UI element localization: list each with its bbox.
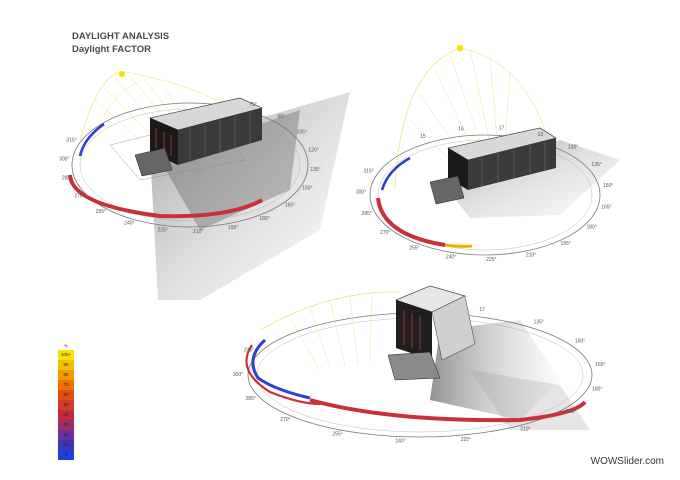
compass-tick-label: 225°	[158, 227, 168, 233]
compass-tick-label: 300°	[233, 372, 243, 378]
compass-tick-label: 135°	[534, 320, 544, 326]
compass-tick-label: 90°	[277, 114, 285, 120]
compass-tick-label: 17	[499, 126, 505, 132]
building-porch	[429, 175, 465, 205]
compass-tick-label: 165°	[601, 205, 611, 211]
legend-swatch: 30	[58, 420, 74, 430]
compass-tick-label: 315°	[244, 348, 254, 354]
compass-tick-label: 150°	[575, 339, 585, 345]
compass-tick-label: 75°	[249, 102, 257, 108]
compass-tick-label: 165°	[285, 202, 295, 208]
compass-tick-label: 195°	[566, 409, 576, 415]
compass-tick-label: 210°	[193, 229, 203, 235]
compass-tick-label: 270°	[74, 194, 84, 200]
sun-path-warm	[444, 243, 473, 248]
sun-path-hot	[68, 174, 263, 219]
compass-tick-label: 135°	[310, 167, 320, 173]
compass-tick-label: 195°	[561, 241, 571, 247]
compass-tick-label: 225°	[486, 257, 496, 263]
compass-tick-label: 135°	[591, 162, 601, 168]
sun-path-arc	[394, 47, 461, 191]
building-porch	[134, 147, 173, 177]
building-face-side	[431, 295, 476, 361]
compass-tick-label: 255°	[409, 245, 419, 251]
sun-position	[456, 44, 464, 52]
compass-tick-label: 315°	[66, 138, 76, 144]
compass-tick-label: 105°	[297, 130, 307, 136]
compass-tick-label: 315°	[363, 168, 373, 174]
sun-path-hot	[376, 197, 446, 247]
title-subheading: Daylight FACTOR	[72, 44, 151, 55]
compass-tick-label: 150°	[302, 186, 312, 192]
title-block: DAYLIGHT ANALYSIS Daylight FACTOR	[72, 30, 169, 56]
compass-tick-labels: 75° 90° 105° 120° 135° 150° 165° 180° 195° 210° 22…	[59, 102, 613, 445]
compass-tick-label: 165°	[595, 362, 605, 368]
ground-shadow	[440, 140, 620, 218]
compass-tick-label: 120°	[568, 145, 578, 151]
watermark-text: WOWSlider.com	[590, 456, 664, 467]
legend-swatch: 20	[58, 430, 74, 440]
view-top-left	[68, 71, 350, 300]
legend-swatch: 0	[58, 450, 74, 460]
building-face-front	[396, 300, 432, 360]
legend-swatch: 100+	[58, 350, 74, 360]
compass-tick-label: 195°	[228, 225, 238, 231]
compass-tick-label: 300°	[59, 157, 69, 163]
compass-tick-label: 13	[538, 132, 544, 138]
sun-path-hot	[309, 398, 587, 423]
compass-tick-label: 255°	[96, 209, 106, 215]
title-heading: DAYLIGHT ANALYSIS	[72, 31, 170, 42]
sun-path-cold	[78, 122, 105, 157]
sun-path-cold	[251, 338, 311, 400]
compass-tick-label: 16	[458, 126, 464, 132]
compass-tick-label: 180°	[592, 386, 602, 392]
sun-path-hot-inner	[245, 344, 321, 406]
view-top-right	[369, 44, 620, 256]
compass-ring-outer	[71, 102, 309, 228]
compass-tick-label: 210°	[520, 426, 530, 432]
compass-tick-label: 270°	[280, 417, 290, 423]
ground-shadow-core	[160, 110, 300, 230]
sun-position	[119, 71, 125, 77]
compass-tick-label: 150°	[603, 183, 613, 189]
legend-swatch: 70	[58, 380, 74, 390]
compass-tick-label: 15	[420, 134, 426, 140]
sun-path-arc	[87, 81, 141, 151]
sun-path-cold	[380, 156, 411, 191]
compass-tick-label: 225°	[461, 437, 471, 443]
compass-tick-label: 285°	[62, 176, 72, 182]
compass-ring-outer	[369, 134, 601, 256]
compass-tick-label: 180°	[587, 225, 597, 231]
legend-swatch: 10	[58, 440, 74, 450]
compass-tick-label: 285°	[362, 211, 372, 217]
compass-tick-label: 17	[479, 307, 485, 313]
legend-swatch: 80	[58, 370, 74, 380]
compass-tick-label: 210°	[526, 252, 536, 258]
legend-unit: %	[64, 343, 68, 348]
compass-tick-label: 240°	[395, 439, 405, 445]
compass-tick-label: 270°	[380, 230, 390, 236]
legend-swatch: 40	[58, 410, 74, 420]
legend-swatch: 50	[58, 400, 74, 410]
sun-path-arc	[259, 291, 401, 331]
legend-swatch: 60	[58, 390, 74, 400]
compass-tick-label: 240°	[446, 255, 456, 261]
view-bottom	[245, 285, 593, 438]
compass-tick-label: 255°	[332, 432, 342, 438]
compass-tick-label: 240°	[124, 221, 134, 227]
compass-tick-label: 180°	[259, 216, 269, 222]
building-face-side	[468, 138, 556, 190]
compass-tick-label: 120°	[308, 148, 318, 154]
compass-tick-label: 285°	[246, 396, 256, 402]
sun-path-arc	[459, 47, 546, 131]
compass-tick-label: 300°	[356, 190, 366, 196]
legend-swatch: 90	[58, 360, 74, 370]
sun-path-arc	[79, 71, 126, 141]
building-deck	[387, 351, 441, 381]
